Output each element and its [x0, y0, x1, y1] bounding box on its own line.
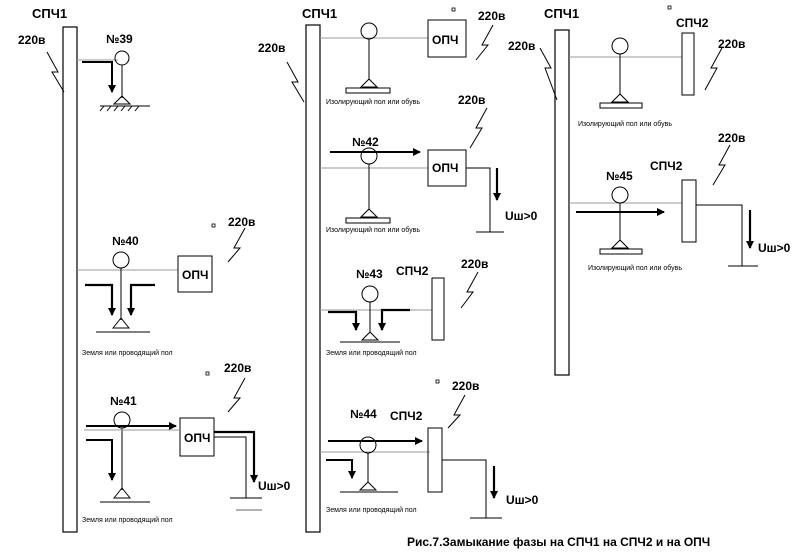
floor-insulating-label-3: Изолирующий пол или обувь — [578, 120, 672, 128]
v220-label-p1a: 220в — [18, 33, 45, 47]
case-43-label: №43 — [356, 267, 383, 281]
panel-2 — [286, 19, 504, 533]
opch-label-42: ОПЧ — [432, 161, 458, 175]
opch-label-41: ОПЧ — [184, 431, 210, 445]
ush-label-44: Uш>0 — [506, 493, 539, 507]
floor-ground-label-40: Земля или проводящий пол — [82, 349, 173, 357]
v220-label-p2e: 220в — [452, 379, 479, 393]
spch2-label-44: СПЧ2 — [390, 409, 423, 423]
panel-3 — [539, 29, 758, 376]
case-42-label: №42 — [352, 135, 379, 149]
v220-label-p2c: 220в — [458, 93, 485, 107]
opch-label-top: ОПЧ — [432, 33, 458, 47]
v220-label-p2a: 220в — [258, 41, 285, 55]
case-41-label: №41 — [110, 394, 137, 408]
text-layer: СПЧ1 СПЧ1 СПЧ1 220в 220в 220в 220в 220в … — [18, 6, 791, 549]
opch-label-40: ОПЧ — [182, 268, 208, 282]
spch1-label-1: СПЧ1 — [32, 6, 67, 21]
ush-label-45: Uш>0 — [758, 241, 791, 255]
v220-label-p3c: 220в — [718, 131, 745, 145]
spch1-label-3: СПЧ1 — [544, 6, 579, 21]
case-39-label: №39 — [106, 32, 133, 46]
v220-label-p1b: 220в — [228, 215, 255, 229]
floor-ground-label-41: Земля или проводящий пол — [82, 516, 173, 524]
panel-1 — [46, 26, 262, 533]
spch1-label-2: СПЧ1 — [302, 6, 337, 21]
v220-label-p3b: 220в — [718, 37, 745, 51]
terminal-markers — [205, 5, 672, 384]
v220-label-p2d: 220в — [461, 257, 488, 271]
figure-caption: Рис.7.Замыкание фазы на СПЧ1 на СПЧ2 и н… — [407, 535, 710, 549]
spch1-pole-1 — [62, 26, 78, 533]
case-44-label: №44 — [350, 407, 377, 421]
case-40-label: №40 — [112, 234, 139, 248]
floor-ground-label-44: Земля или проводящий пол — [326, 506, 417, 514]
floor-insulating-label-4: Изолирующий пол или обувь — [588, 264, 682, 272]
spch2-label-top: СПЧ2 — [676, 16, 709, 30]
floor-ground-label-43: Земля или проводящий пол — [326, 349, 417, 357]
spch1-pole-2 — [305, 24, 321, 533]
ush-label-42: Uш>0 — [505, 209, 538, 223]
v220-label-p1c: 220в — [224, 361, 251, 375]
case-45-label: №45 — [606, 169, 633, 183]
v220-label-p3a: 220в — [508, 39, 535, 53]
floor-insulating-label-1: Изолирующий пол или обувь — [326, 98, 420, 106]
ush-label-41: Uш>0 — [258, 479, 291, 493]
spch1-pole-3 — [554, 29, 570, 376]
v220-label-p2b: 220в — [478, 9, 505, 23]
floor-insulating-label-2: Изолирующий пол или обувь — [326, 226, 420, 234]
spch2-label-43: СПЧ2 — [396, 264, 429, 278]
spch2-label-45: СПЧ2 — [650, 159, 683, 173]
